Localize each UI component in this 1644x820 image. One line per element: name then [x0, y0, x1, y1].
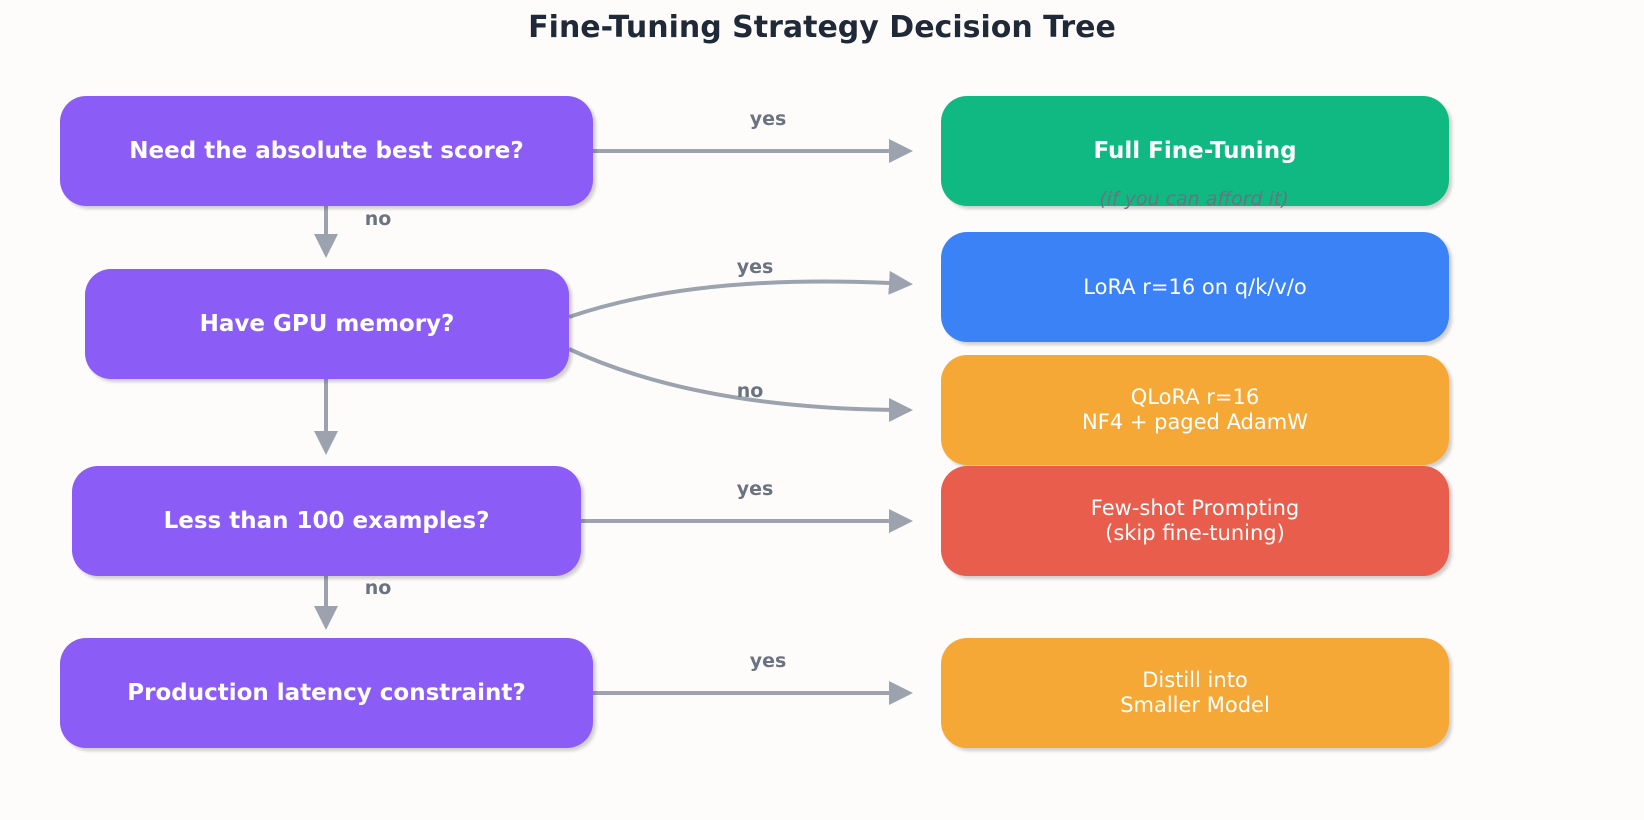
- question-gpu-memory: Have GPU memory?: [85, 269, 569, 379]
- question-few-examples: Less than 100 examples?: [72, 466, 581, 576]
- edge-label-q3-no: no: [364, 577, 392, 599]
- result-distill-label: Distill into Smaller Model: [1120, 668, 1270, 717]
- diagram-title: Fine-Tuning Strategy Decision Tree: [528, 10, 1116, 45]
- question-few-examples-label: Less than 100 examples?: [163, 507, 490, 534]
- edge-label-q1-no: no: [364, 208, 392, 230]
- edge-label-q2-yes: yes: [736, 256, 774, 278]
- question-latency: Production latency constraint?: [60, 638, 593, 748]
- result-full-fine-tuning-label: Full Fine-Tuning: [1093, 137, 1297, 164]
- result-lora-label: LoRA r=16 on q/k/v/o: [1083, 274, 1307, 299]
- arrow-q2-no: [568, 347, 913, 422]
- question-best-score-label: Need the absolute best score?: [129, 137, 524, 164]
- question-best-score: Need the absolute best score?: [60, 96, 593, 206]
- result-full-fine-tuning: Full Fine-Tuning: [941, 96, 1449, 206]
- edge-label-q1-yes: yes: [749, 108, 787, 130]
- result-lora: LoRA r=16 on q/k/v/o: [941, 232, 1449, 342]
- edge-label-q3-yes: yes: [736, 478, 774, 500]
- result-few-shot-label: Few-shot Prompting (skip fine-tuning): [1090, 496, 1300, 545]
- edge-label-q2-no: no: [736, 380, 764, 402]
- edge-label-q4-yes: yes: [749, 650, 787, 672]
- result-qlora-label: QLoRA r=16 NF4 + paged AdamW: [1082, 385, 1308, 434]
- result-full-note: (if you can afford it): [1099, 188, 1289, 210]
- arrow-q2-yes: [568, 270, 913, 319]
- result-few-shot: Few-shot Prompting (skip fine-tuning): [941, 466, 1449, 576]
- result-distill: Distill into Smaller Model: [941, 638, 1449, 748]
- result-qlora: QLoRA r=16 NF4 + paged AdamW: [941, 355, 1449, 465]
- question-latency-label: Production latency constraint?: [127, 679, 526, 706]
- question-gpu-memory-label: Have GPU memory?: [199, 310, 455, 337]
